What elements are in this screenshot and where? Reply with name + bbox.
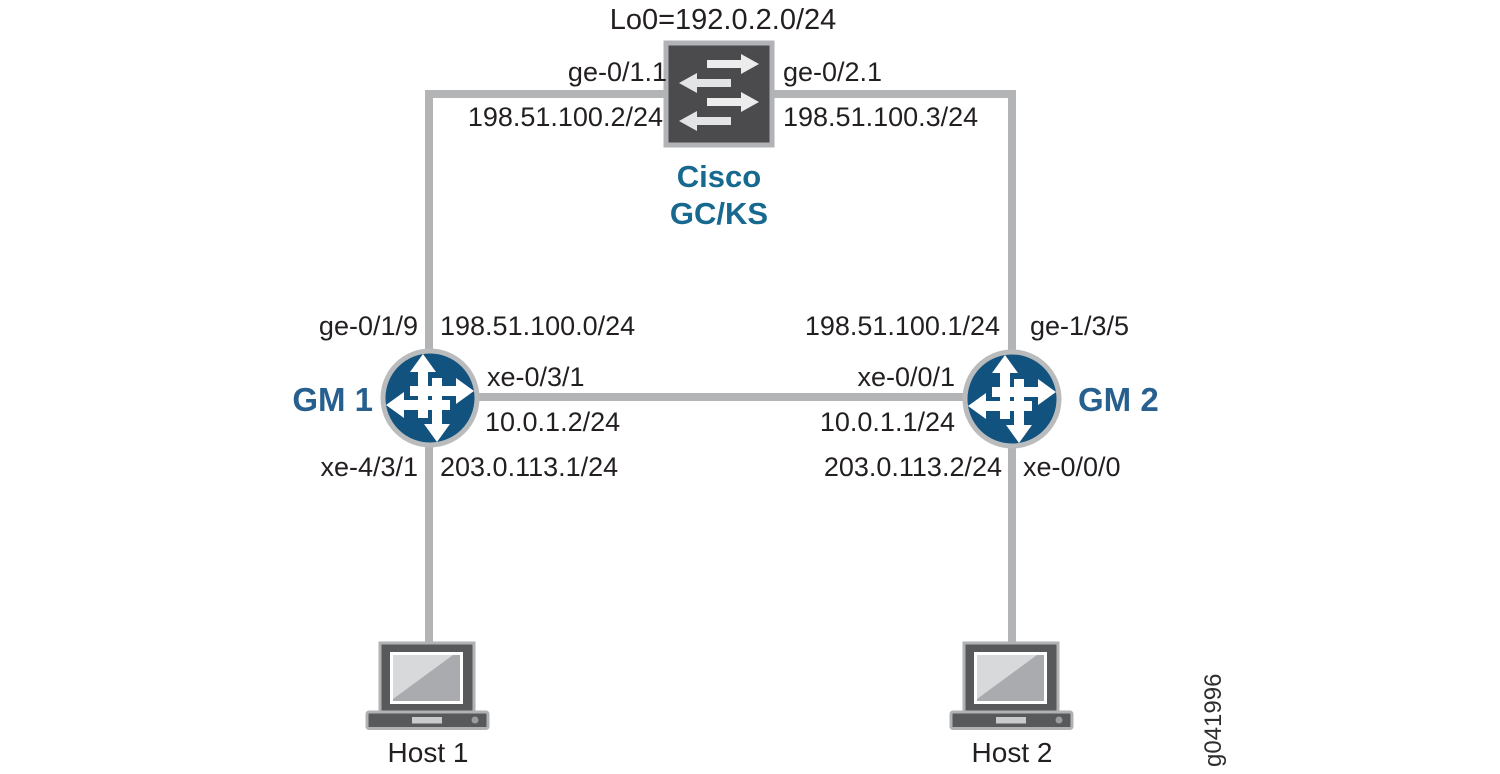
laptop-icon-host2	[949, 641, 1074, 731]
host1-label: Host 1	[387, 737, 469, 768]
gm2-up-network-label: 198.51.100.1/24	[804, 311, 1000, 341]
gm2-left-address-label: 10.0.1.1/24	[819, 407, 955, 437]
figure-id-label: g041996	[1200, 673, 1227, 767]
link-gm1-gm2-horizontal	[429, 393, 1012, 401]
gm2-left-interface-label: xe-0/0/1	[857, 362, 955, 392]
switch-right-address-label: 198.51.100.3/24	[783, 102, 979, 132]
gm1-name-label: GM 1	[292, 381, 373, 418]
gm1-down-address-label: 203.0.113.1/24	[440, 452, 619, 482]
switch-name-line2: GC/KS	[669, 196, 769, 231]
gm2-up-interface-label: ge-1/3/5	[1030, 311, 1130, 341]
router-icon-gm1	[378, 346, 482, 450]
router-icon-gm2	[960, 347, 1064, 451]
gm1-up-interface-label: ge-0/1/9	[318, 311, 418, 341]
switch-loopback-label: Lo0=192.0.2.0/24	[609, 4, 837, 36]
gm1-down-interface-label: xe-4/3/1	[320, 452, 418, 482]
gm1-right-address-label: 10.0.1.2/24	[485, 407, 621, 437]
switch-right-interface-label: ge-0/2.1	[783, 57, 883, 87]
link-switch-to-gm2-horizontal	[773, 90, 1016, 98]
gm1-right-interface-label: xe-0/3/1	[487, 362, 585, 392]
gm2-name-label: GM 2	[1078, 381, 1159, 418]
link-gm1-to-switch-horizontal	[425, 90, 665, 98]
switch-icon	[663, 40, 775, 148]
switch-left-address-label: 198.51.100.2/24	[467, 102, 663, 132]
switch-name-line1: Cisco	[676, 159, 762, 194]
gm2-down-address-label: 203.0.113.2/24	[823, 452, 1002, 482]
gm1-up-network-label: 198.51.100.0/24	[440, 311, 636, 341]
laptop-icon-host1	[365, 641, 490, 731]
host2-label: Host 2	[971, 737, 1053, 768]
switch-name-label: Cisco GC/KS	[670, 158, 768, 232]
switch-left-interface-label: ge-0/1.1	[567, 57, 667, 87]
gm2-down-interface-label: xe-0/0/0	[1023, 452, 1121, 482]
